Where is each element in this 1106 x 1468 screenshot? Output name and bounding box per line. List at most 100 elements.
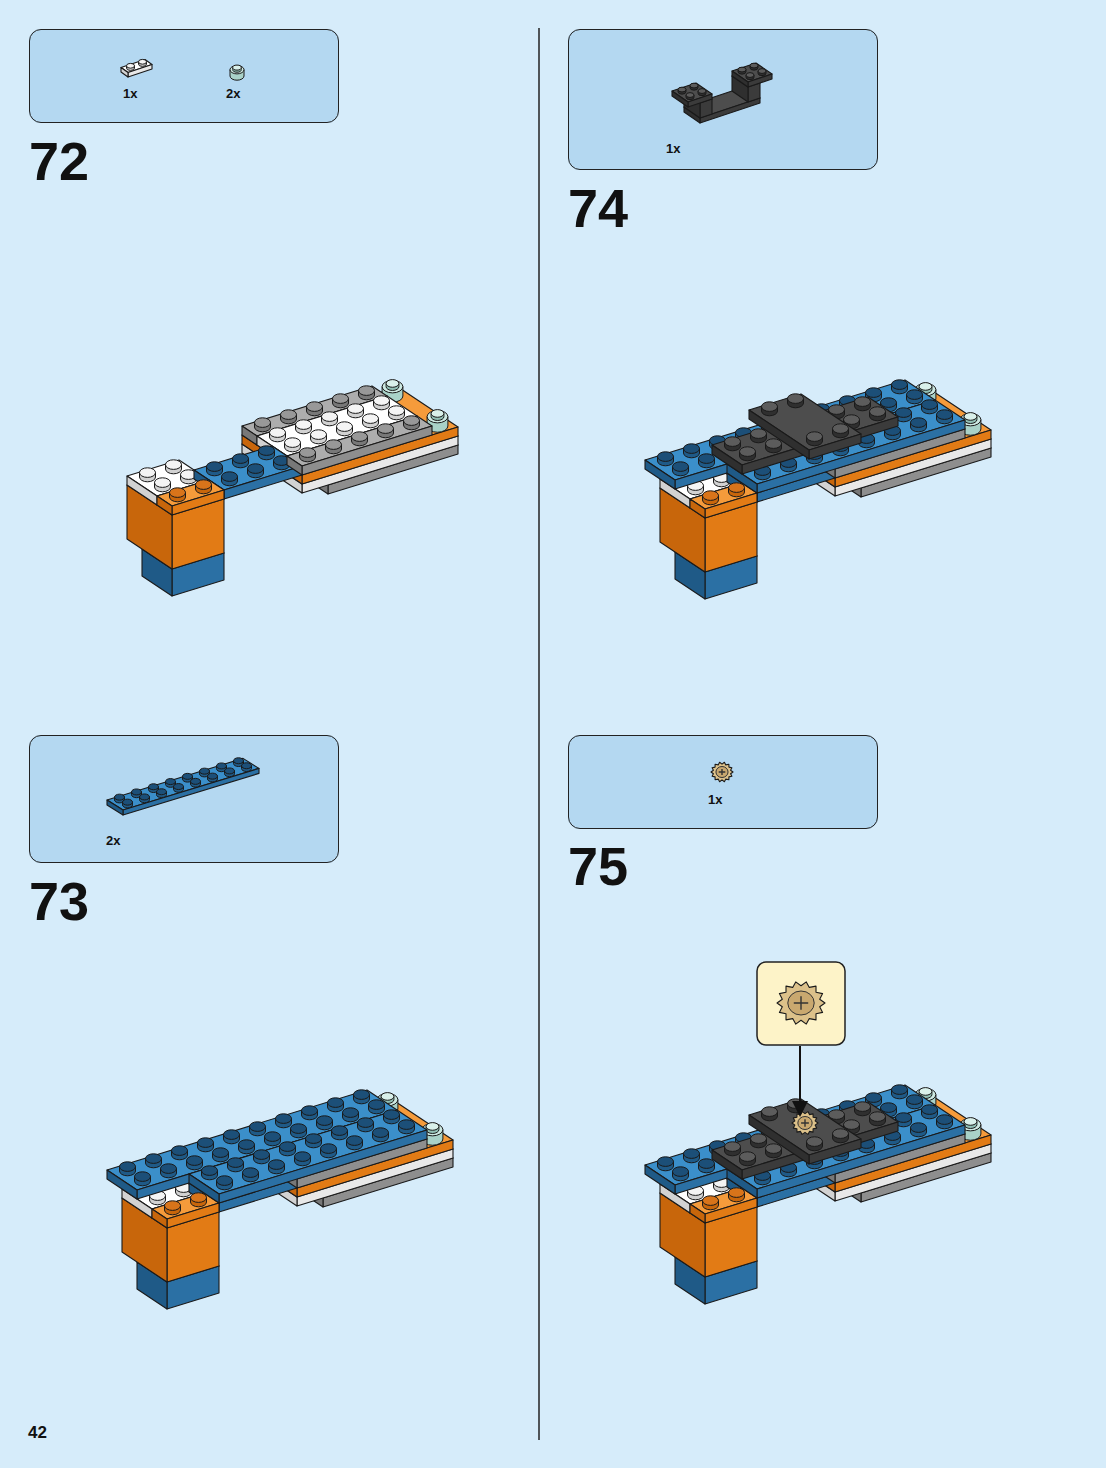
stud: [740, 447, 756, 457]
stud: [140, 794, 150, 800]
stud: [389, 406, 405, 416]
part-count: 1x: [666, 142, 680, 155]
round-plate-stud: [381, 1093, 394, 1101]
stud: [191, 778, 201, 784]
model-step-74: [645, 380, 991, 599]
parts-callout: 1x: [568, 29, 878, 170]
stud: [222, 472, 238, 482]
stud: [198, 1138, 214, 1148]
stud: [404, 416, 420, 426]
stud: [359, 386, 375, 396]
stud: [399, 1120, 415, 1130]
stud: [758, 69, 766, 74]
stud: [866, 1093, 882, 1103]
round-plate-icon: [233, 65, 241, 70]
stud: [255, 418, 271, 428]
stud: [378, 424, 394, 434]
stud: [870, 407, 886, 417]
stud: [196, 480, 212, 490]
stud: [228, 1158, 244, 1168]
page-number: 42: [28, 1424, 47, 1441]
part-count: 2x: [226, 87, 240, 100]
callout-fill: [568, 29, 878, 170]
stud: [213, 1148, 229, 1158]
stud: [276, 1114, 292, 1124]
stud: [224, 1130, 240, 1140]
stud: [259, 446, 275, 456]
stud: [881, 1103, 897, 1113]
step-number: 74: [568, 181, 628, 235]
stud: [911, 1123, 927, 1133]
stud: [881, 398, 897, 408]
stud: [922, 1105, 938, 1115]
stud: [855, 397, 871, 407]
brick-top: [645, 1085, 935, 1185]
stud: [166, 460, 182, 470]
parts-callout: 2x: [29, 735, 339, 863]
stud: [725, 1142, 741, 1152]
stud: [172, 1146, 188, 1156]
stud: [170, 488, 186, 498]
stud: [703, 1196, 719, 1206]
stud: [384, 1110, 400, 1120]
brick-side: [749, 410, 809, 459]
stud: [234, 758, 244, 764]
stud: [892, 1085, 908, 1095]
stud: [684, 1149, 700, 1159]
stud: [347, 1136, 363, 1146]
stud: [115, 794, 125, 800]
stud: [307, 402, 323, 412]
stud: [208, 773, 218, 779]
stud: [166, 779, 176, 785]
stud: [123, 799, 133, 805]
stud: [729, 1188, 745, 1198]
stud: [225, 768, 235, 774]
stud: [149, 784, 159, 790]
gear-hub: [716, 767, 728, 778]
stud: [833, 424, 849, 434]
brick-top: [107, 758, 259, 810]
stud: [207, 462, 223, 472]
stud: [374, 396, 390, 406]
step-number: 72: [29, 134, 89, 188]
stud: [135, 1172, 151, 1182]
stud: [658, 452, 674, 462]
stud: [907, 1095, 923, 1105]
stud: [322, 412, 338, 422]
model-step-73: [107, 1090, 453, 1309]
stud: [352, 432, 368, 442]
stud: [788, 394, 804, 404]
stud: [937, 1115, 953, 1125]
stud: [699, 454, 715, 464]
stud: [217, 1176, 233, 1186]
stud: [242, 763, 252, 769]
stud: [703, 491, 719, 501]
part-count: 1x: [708, 793, 722, 806]
column-divider: [538, 28, 540, 1440]
gear: [711, 762, 733, 781]
stud: [317, 1116, 333, 1126]
stud: [829, 405, 845, 415]
stud: [658, 1157, 674, 1167]
stud: [243, 1168, 259, 1178]
stud: [751, 1134, 767, 1144]
stud: [673, 462, 689, 472]
round-plate-stud: [964, 413, 977, 421]
parts-callout: 1x: [568, 735, 878, 829]
stud: [740, 1152, 756, 1162]
stud: [855, 1102, 871, 1112]
round-plate-icon: [230, 66, 244, 74]
stud: [295, 1152, 311, 1162]
stud: [699, 1159, 715, 1169]
brick-front: [123, 768, 259, 815]
stud: [686, 93, 694, 98]
stud: [746, 73, 754, 78]
stud: [202, 1166, 218, 1176]
stud: [738, 67, 746, 72]
stud: [363, 414, 379, 424]
round-plate-stud: [919, 1088, 932, 1096]
step-number: 75: [568, 839, 628, 893]
round-plate-stud: [431, 410, 444, 418]
callout-fill: [568, 735, 878, 829]
round-plate-stud: [426, 1123, 439, 1131]
